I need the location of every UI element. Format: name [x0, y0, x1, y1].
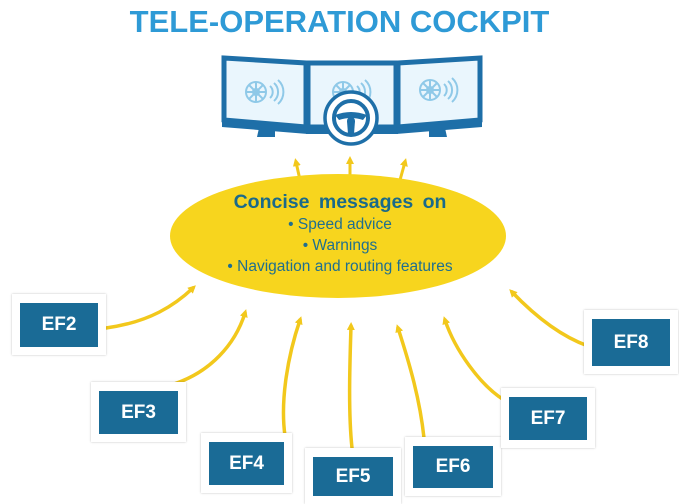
ef8-label: EF8: [592, 319, 670, 366]
ef3-label: EF3: [99, 391, 178, 434]
steering-wheel-icon: [323, 90, 379, 146]
ef3-card: EF3: [91, 382, 186, 442]
ef2-card: EF2: [12, 294, 106, 355]
ef8-card: EF8: [584, 310, 678, 374]
message-item-warnings: • Warnings: [302, 237, 378, 254]
monitor-right: [395, 55, 483, 137]
message-item-speed-advice: • Speed advice: [288, 216, 392, 233]
ef6-label: EF6: [413, 446, 493, 488]
ef4-card: EF4: [201, 433, 292, 493]
ef4-label: EF4: [209, 442, 284, 485]
page-title: TELE-OPERATION COCKPIT: [129, 4, 550, 39]
ef2-label: EF2: [20, 303, 98, 347]
message-item-navigation: • Navigation and routing features: [227, 258, 453, 275]
ef7-label: EF7: [509, 397, 587, 440]
ef-arrows: [104, 285, 590, 450]
messages-ellipse: [170, 174, 506, 298]
messages-text: Concise messages on • Speed advice • War…: [190, 190, 490, 277]
ef7-card: EF7: [501, 388, 595, 448]
messages-heading: Concise messages on: [233, 191, 447, 213]
ef5-card: EF5: [305, 448, 401, 504]
ef6-card: EF6: [405, 437, 501, 496]
ef5-label: EF5: [313, 457, 393, 496]
